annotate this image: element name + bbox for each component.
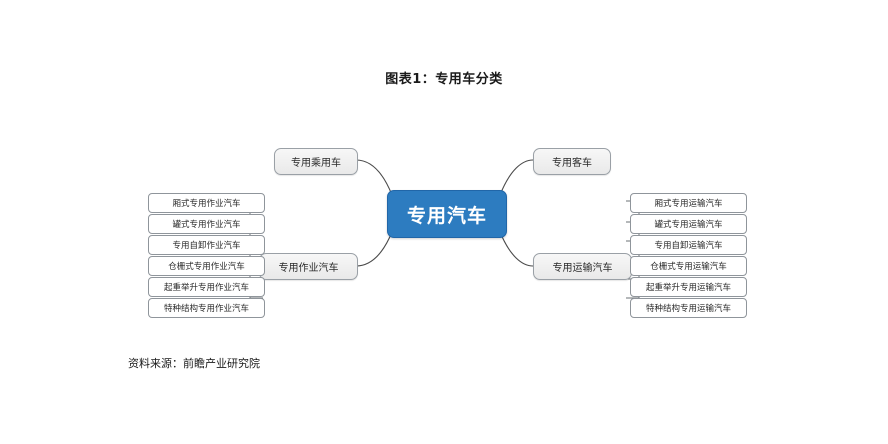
- list-item[interactable]: 特种结构专用运输汽车: [630, 298, 747, 318]
- list-item[interactable]: 特种结构专用作业汽车: [148, 298, 265, 318]
- transport-vehicle-leaf-list: 厢式专用运输汽车 罐式专用运输汽车 专用自卸运输汽车 仓栅式专用运输汽车 起重举…: [630, 193, 747, 319]
- leaf-label: 仓栅式专用作业汽车: [168, 262, 245, 272]
- leaf-label: 特种结构专用运输汽车: [645, 304, 731, 314]
- list-item[interactable]: 罐式专用运输汽车: [630, 214, 747, 234]
- connector-center-to-passenger: [355, 159, 393, 196]
- branch-node-passenger-car[interactable]: 专用乘用车: [274, 148, 358, 175]
- leaf-label: 起重举升专用运输汽车: [645, 283, 731, 293]
- branch-label: 专用作业汽车: [278, 263, 339, 274]
- list-item[interactable]: 罐式专用作业汽车: [148, 214, 265, 234]
- leaf-label: 专用自卸作业汽车: [172, 241, 241, 251]
- connector-center-to-bus: [499, 159, 534, 196]
- leaf-label: 起重举升专用作业汽车: [163, 283, 249, 293]
- center-node-label: 专用汽车: [406, 204, 487, 227]
- connector-center-to-transport: [499, 231, 534, 267]
- list-item[interactable]: 仓栅式专用运输汽车: [630, 256, 747, 276]
- list-item[interactable]: 专用自卸作业汽车: [148, 235, 265, 255]
- chart-title: 图表1：专用车分类: [385, 72, 503, 87]
- center-node[interactable]: 专用汽车: [387, 190, 507, 238]
- source-note: 资料来源：前瞻产业研究院: [128, 357, 260, 370]
- leaf-label: 厢式专用运输汽车: [654, 199, 723, 209]
- branch-label: 专用运输汽车: [552, 263, 613, 274]
- leaf-label: 特种结构专用作业汽车: [163, 304, 249, 314]
- branch-label: 专用乘用车: [291, 158, 341, 169]
- branch-node-work-vehicle[interactable]: 专用作业汽车: [259, 253, 358, 280]
- list-item[interactable]: 仓栅式专用作业汽车: [148, 256, 265, 276]
- leaf-label: 厢式专用作业汽车: [172, 199, 241, 209]
- list-item[interactable]: 厢式专用作业汽车: [148, 193, 265, 213]
- branch-node-bus[interactable]: 专用客车: [533, 148, 611, 175]
- connector-center-to-work: [355, 231, 393, 267]
- branch-node-transport-vehicle[interactable]: 专用运输汽车: [533, 253, 632, 280]
- leaf-label: 仓栅式专用运输汽车: [650, 262, 727, 272]
- list-item[interactable]: 专用自卸运输汽车: [630, 235, 747, 255]
- leaf-label: 罐式专用作业汽车: [172, 220, 241, 230]
- list-item[interactable]: 起重举升专用作业汽车: [148, 277, 265, 297]
- list-item[interactable]: 厢式专用运输汽车: [630, 193, 747, 213]
- list-item[interactable]: 起重举升专用运输汽车: [630, 277, 747, 297]
- leaf-label: 专用自卸运输汽车: [654, 241, 723, 251]
- branch-label: 专用客车: [552, 158, 592, 169]
- work-vehicle-leaf-list: 厢式专用作业汽车 罐式专用作业汽车 专用自卸作业汽车 仓栅式专用作业汽车 起重举…: [148, 193, 265, 319]
- leaf-label: 罐式专用运输汽车: [654, 220, 723, 230]
